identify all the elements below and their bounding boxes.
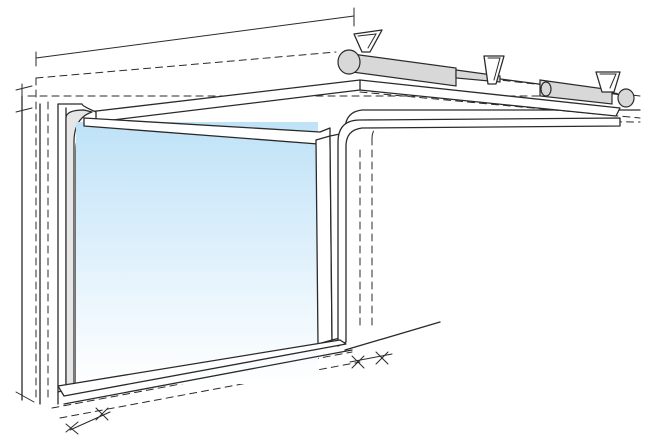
- door-opening: [76, 122, 318, 384]
- spring-mechanism: [337, 29, 635, 108]
- cable-drum-icon: [337, 49, 361, 75]
- cable-drum-icon: [617, 88, 635, 108]
- ceiling-bracket-icon: [353, 29, 383, 53]
- right-vertical-track: [337, 117, 621, 347]
- dimension-line-floor-left: [15, 391, 35, 403]
- ceiling-bracket-icon: [595, 71, 621, 93]
- dimension-tick-icon: [95, 407, 109, 421]
- dimension-line-width-top: [35, 15, 355, 59]
- cable-drum-icon: [540, 81, 552, 97]
- door-threshold: [57, 339, 353, 405]
- right-door-frame: [315, 133, 341, 345]
- dimension-lines: [15, 7, 393, 435]
- dimension-tick-icon: [15, 85, 33, 113]
- dimension-tick-icon: [351, 355, 365, 369]
- dimension-tick-icon: [375, 351, 389, 365]
- dimension-tick-icon: [65, 421, 79, 435]
- torsion-spring-icon: [539, 79, 613, 105]
